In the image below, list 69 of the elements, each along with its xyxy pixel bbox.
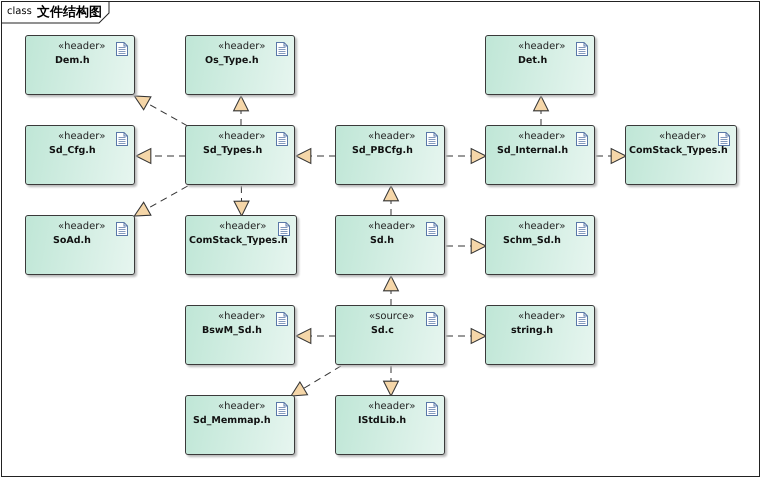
stereotype-label: «header» [58,131,106,142]
stereotype-label: «header» [218,401,266,412]
file-box [485,305,595,365]
file-name: Sd_Internal.h [497,145,568,156]
dependency-arrow [234,186,250,217]
file-box [185,35,295,95]
dependency-arrow [295,328,336,344]
file-name: ComStack_Types.h [629,145,728,156]
file-name: ComStack_Types.h [189,235,288,246]
file-box [25,125,135,185]
file-box [335,125,445,185]
file-box [185,125,295,185]
stereotype-label: «header» [518,221,566,232]
file-name: Schm_Sd.h [503,235,561,246]
stereotype-label: «header» [218,311,266,322]
file-box [25,35,135,95]
file-name: Dem.h [55,55,90,66]
stereotype-label: «header» [58,221,106,232]
stereotype-label: «header» [219,221,266,232]
stereotype-label: «header» [58,41,106,52]
file-box [485,215,595,275]
stereotype-label: «header» [368,131,416,142]
file-box [185,215,297,275]
file-name: Sd_Cfg.h [49,145,96,156]
file-box [335,305,445,365]
dependency-arrow [383,275,399,306]
file-name: string.h [511,325,554,336]
dependency-arrow [446,328,487,344]
dependency-arrow [134,95,188,126]
file-box [185,395,295,455]
dependency-arrow [446,148,487,164]
file-name: Sd.h [370,235,394,246]
stereotype-label: «header» [659,131,706,142]
file-name: Sd.c [371,325,394,336]
dependency-arrow [383,366,399,397]
dependency-arrow [134,186,188,217]
stereotype-label: «header» [218,131,266,142]
dependency-arrow [135,148,186,164]
stereotype-label: «header» [368,401,416,412]
file-name: BswM_Sd.h [202,325,262,336]
file-name: Os_Type.h [205,55,259,66]
file-box [335,395,445,455]
stereotype-label: «header» [368,221,416,232]
dependency-arrow [233,95,249,126]
dependency-arrow [446,238,487,254]
file-name: Det.h [518,55,548,66]
file-box [485,125,595,185]
stereotype-label: «header» [518,311,566,322]
file-box [625,125,737,185]
file-name: SoAd.h [53,235,91,246]
stereotype-label: «source» [369,311,414,322]
stereotype-label: «header» [218,41,266,52]
dependency-arrow [383,185,399,216]
dependency-arrow [533,95,549,126]
file-name: IStdLib.h [358,415,406,426]
file-name: Sd_Memmap.h [193,415,271,426]
dependency-arrow [596,148,627,164]
frame-name-label: 文件结构图 [37,4,102,21]
stereotype-label: «header» [518,131,566,142]
file-box [485,35,595,95]
file-name: Sd_Types.h [203,145,262,156]
dependency-arrow [290,366,342,397]
file-box [25,215,135,275]
file-name: Sd_PBCfg.h [352,145,413,156]
frame-kind-label: class [7,6,32,17]
file-box [185,305,295,365]
stereotype-label: «header» [518,41,566,52]
file-box [335,215,445,275]
dependency-arrow [295,148,336,164]
